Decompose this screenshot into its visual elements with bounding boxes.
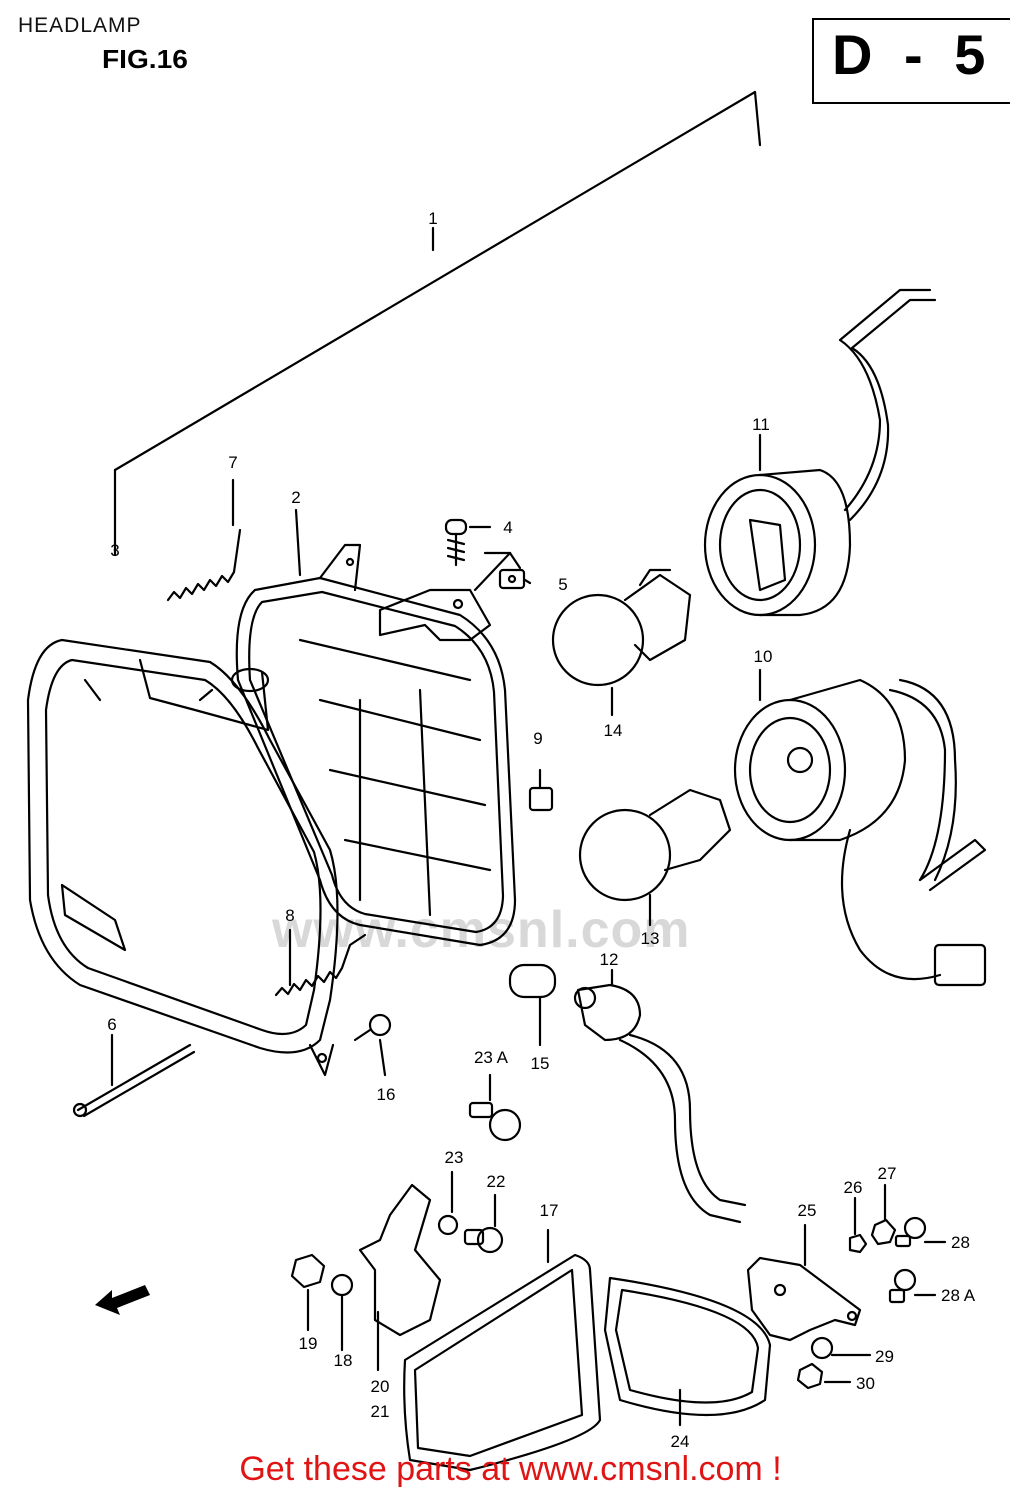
part-18-washer	[330, 1273, 354, 1297]
parts-link-banner[interactable]: Get these parts at www.cmsnl.com !	[239, 1450, 782, 1488]
callout-23a: 23 A	[474, 1048, 509, 1067]
callout-13: 13	[641, 929, 660, 948]
callout-30: 30	[856, 1374, 875, 1393]
part-20-bracket	[358, 1183, 442, 1337]
callout-11: 11	[752, 415, 770, 434]
callout-28a: 28 A	[941, 1286, 976, 1305]
front-direction-arrow-icon	[95, 1285, 150, 1315]
part-28a-bolt	[888, 1268, 937, 1304]
callout-8: 8	[285, 906, 294, 925]
callout-29: 29	[875, 1347, 894, 1366]
part-6-screw	[72, 1033, 196, 1118]
callout-28: 28	[951, 1233, 970, 1252]
callout-12: 12	[600, 950, 619, 969]
callout-14: 14	[604, 721, 623, 740]
callout-25: 25	[798, 1201, 817, 1220]
section-code-box	[812, 18, 1010, 104]
callout-4: 4	[503, 518, 512, 537]
part-12-socket	[573, 968, 747, 1224]
part-22-screw	[463, 1193, 504, 1254]
part-8-spring	[274, 933, 367, 997]
part-19-nut	[290, 1253, 326, 1289]
part-28-bolt	[894, 1216, 947, 1248]
part-16-screw	[353, 1013, 392, 1077]
part-27-nut	[870, 1218, 897, 1246]
part-15-bulb	[508, 963, 557, 1047]
part-2-headlamp-unit	[235, 543, 517, 947]
callout-26: 26	[844, 1178, 863, 1197]
part-10-socket	[733, 668, 987, 987]
callout-9: 9	[533, 729, 542, 748]
part-26-nut	[848, 1233, 868, 1254]
part-14-bulb	[551, 568, 692, 717]
callout-20: 20	[371, 1377, 390, 1396]
callout-21: 21	[371, 1402, 390, 1421]
callout-17: 17	[540, 1201, 559, 1220]
callout-15: 15	[531, 1054, 550, 1073]
callout-23: 23	[445, 1148, 464, 1167]
callout-16: 16	[377, 1085, 396, 1104]
callout-18: 18	[334, 1351, 353, 1370]
callout-22: 22	[487, 1172, 506, 1191]
callout-27: 27	[878, 1164, 897, 1183]
figure-number: FIG.16	[102, 44, 188, 74]
callout-labels: 1 2 3 4 5 6 7 8 9 10 11 12 13 14 15 16 1…	[107, 209, 975, 1451]
diagram-title: HEADLAMP	[18, 14, 142, 37]
top-mounting-bracket	[378, 518, 526, 642]
part-17-reflector	[403, 1228, 602, 1472]
callout-6: 6	[107, 1015, 116, 1034]
part-25-bracket	[746, 1223, 862, 1342]
part-23a-screw	[468, 1073, 522, 1142]
part-11-socket	[703, 288, 937, 617]
part-30-nut	[796, 1362, 824, 1390]
callout-2: 2	[291, 488, 300, 507]
part-29-washer	[810, 1336, 834, 1360]
callout-3: 3	[110, 541, 119, 560]
callout-7: 7	[228, 453, 237, 472]
assembly-bracket	[113, 90, 762, 557]
part-9-nut	[528, 786, 554, 812]
callout-10: 10	[754, 647, 773, 666]
part-13-bulb	[578, 788, 732, 927]
section-code: D - 5	[832, 23, 994, 86]
part-24-reflector	[603, 1276, 772, 1427]
callout-1: 1	[428, 209, 437, 228]
part-23-washer	[437, 1214, 459, 1236]
part-7-spring	[166, 528, 242, 602]
callout-24: 24	[671, 1432, 690, 1451]
callout-5: 5	[558, 575, 567, 594]
callout-19: 19	[299, 1334, 318, 1353]
part-3-housing-rim	[26, 638, 339, 1077]
